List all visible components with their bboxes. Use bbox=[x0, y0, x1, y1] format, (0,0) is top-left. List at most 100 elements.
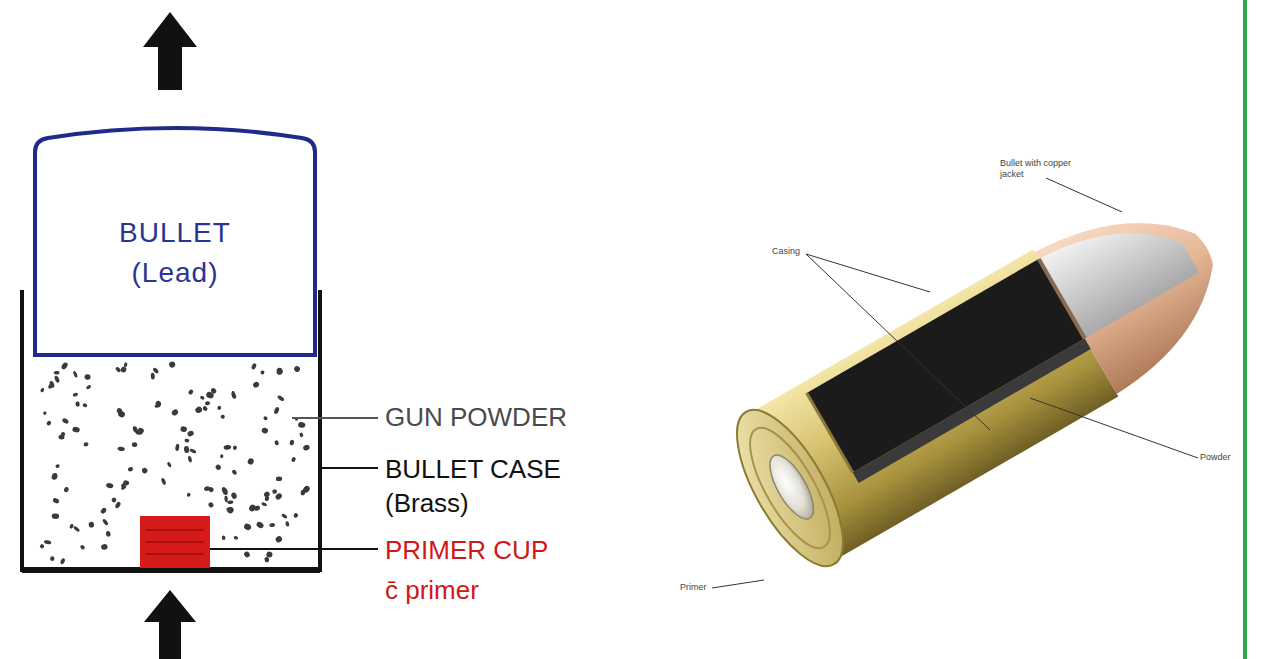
powder-grain bbox=[186, 492, 191, 497]
powder-grain bbox=[183, 446, 189, 454]
powder-grain bbox=[253, 505, 261, 512]
primer-fill bbox=[140, 516, 210, 568]
primer-hatch bbox=[146, 541, 204, 543]
powder-grain bbox=[274, 440, 279, 446]
powder-grain bbox=[132, 426, 139, 434]
powder-grain bbox=[69, 523, 74, 529]
powder-grain bbox=[289, 439, 295, 445]
powder-grain bbox=[72, 392, 78, 397]
powder-grain bbox=[111, 497, 118, 504]
powder-grain bbox=[298, 421, 306, 428]
powder-grain bbox=[222, 487, 229, 495]
powder-grain bbox=[300, 489, 305, 496]
arrow-shaft bbox=[159, 618, 181, 659]
powder-grain bbox=[279, 369, 284, 374]
powder-grain bbox=[102, 518, 109, 526]
powder-grain bbox=[83, 442, 89, 447]
powder-grain bbox=[52, 497, 60, 504]
primer-hatch bbox=[146, 529, 204, 531]
leader-lines bbox=[712, 178, 1198, 588]
powder-grain bbox=[247, 457, 255, 465]
force-arrow bbox=[144, 590, 196, 659]
powder-grain bbox=[55, 464, 60, 469]
powder-grain bbox=[187, 389, 194, 396]
leader-line bbox=[1046, 178, 1122, 212]
powder-grain bbox=[255, 521, 264, 530]
powder-grain bbox=[205, 401, 211, 406]
part-name: BULLET (Lead) bbox=[100, 213, 250, 293]
powder-grain bbox=[86, 384, 92, 390]
powder-grain bbox=[154, 404, 161, 409]
case-head bbox=[717, 395, 864, 581]
powder-grain bbox=[234, 536, 239, 540]
powder-grain bbox=[291, 456, 297, 462]
powder-grain bbox=[243, 551, 251, 559]
powder-grain bbox=[106, 482, 114, 488]
powder-grain bbox=[261, 502, 268, 507]
powder-grain bbox=[152, 367, 159, 374]
powder-grain bbox=[58, 435, 64, 440]
case-rim bbox=[735, 417, 845, 559]
powder-grain bbox=[194, 406, 203, 415]
powder-grain bbox=[293, 365, 301, 373]
powder-grain bbox=[264, 557, 269, 563]
callout-label: Casing bbox=[772, 246, 832, 257]
powder-grain bbox=[44, 540, 52, 545]
powder-grain bbox=[175, 444, 180, 452]
powder-grain bbox=[187, 430, 195, 438]
powder-grain bbox=[75, 401, 80, 407]
powder-grain bbox=[266, 551, 273, 558]
powder-grain bbox=[73, 525, 81, 532]
powder-grain bbox=[117, 410, 126, 419]
arrow-shaft bbox=[158, 42, 182, 90]
powder-grain bbox=[261, 427, 269, 435]
powder-grain bbox=[101, 544, 109, 551]
powder-grain bbox=[243, 522, 252, 531]
powder-grain bbox=[114, 501, 121, 509]
powder-grain bbox=[141, 467, 148, 474]
powder-grain bbox=[40, 387, 45, 393]
powder-grain bbox=[272, 489, 278, 495]
powder-grain bbox=[277, 395, 285, 402]
powder-grain bbox=[49, 380, 55, 388]
powder-grain bbox=[276, 477, 282, 482]
powder-grain bbox=[131, 442, 137, 448]
powder-grain bbox=[180, 426, 187, 432]
powder-grain bbox=[84, 374, 91, 381]
arrow-head bbox=[144, 590, 196, 622]
powder-grain bbox=[51, 513, 56, 519]
primer-cup bbox=[140, 516, 210, 568]
powder-grain bbox=[51, 472, 58, 480]
leader-line bbox=[1030, 398, 1198, 458]
powder-grain bbox=[220, 414, 225, 419]
part-label: BULLET CASE (Brass) bbox=[385, 452, 585, 520]
leader-line bbox=[292, 417, 378, 419]
powder-grain bbox=[154, 400, 162, 408]
powder-grain bbox=[187, 456, 192, 463]
powder-grain bbox=[220, 454, 224, 458]
powder-grain bbox=[202, 405, 209, 412]
callout-label: Primer bbox=[680, 582, 730, 593]
powder-grain bbox=[263, 416, 269, 421]
powder-grain bbox=[43, 411, 47, 415]
primer-cap bbox=[762, 449, 822, 525]
case-outline bbox=[22, 290, 320, 570]
powder-grain bbox=[215, 464, 222, 471]
powder-grain bbox=[73, 371, 79, 379]
powder-grain bbox=[127, 466, 133, 472]
powder-grain bbox=[189, 448, 197, 454]
powder-grain bbox=[106, 531, 111, 537]
powder-grain bbox=[285, 521, 290, 527]
powder-grain bbox=[60, 558, 66, 565]
powder-grain bbox=[204, 486, 211, 492]
primer-hatch bbox=[146, 553, 204, 555]
force-arrow bbox=[143, 12, 197, 90]
separator-line bbox=[1243, 0, 1247, 659]
powder-grain bbox=[208, 502, 215, 509]
powder-grain bbox=[274, 535, 283, 544]
powder-grain bbox=[269, 523, 275, 528]
bullet-body: BULLET (Lead) bbox=[35, 150, 315, 355]
powder-grain bbox=[54, 375, 61, 383]
